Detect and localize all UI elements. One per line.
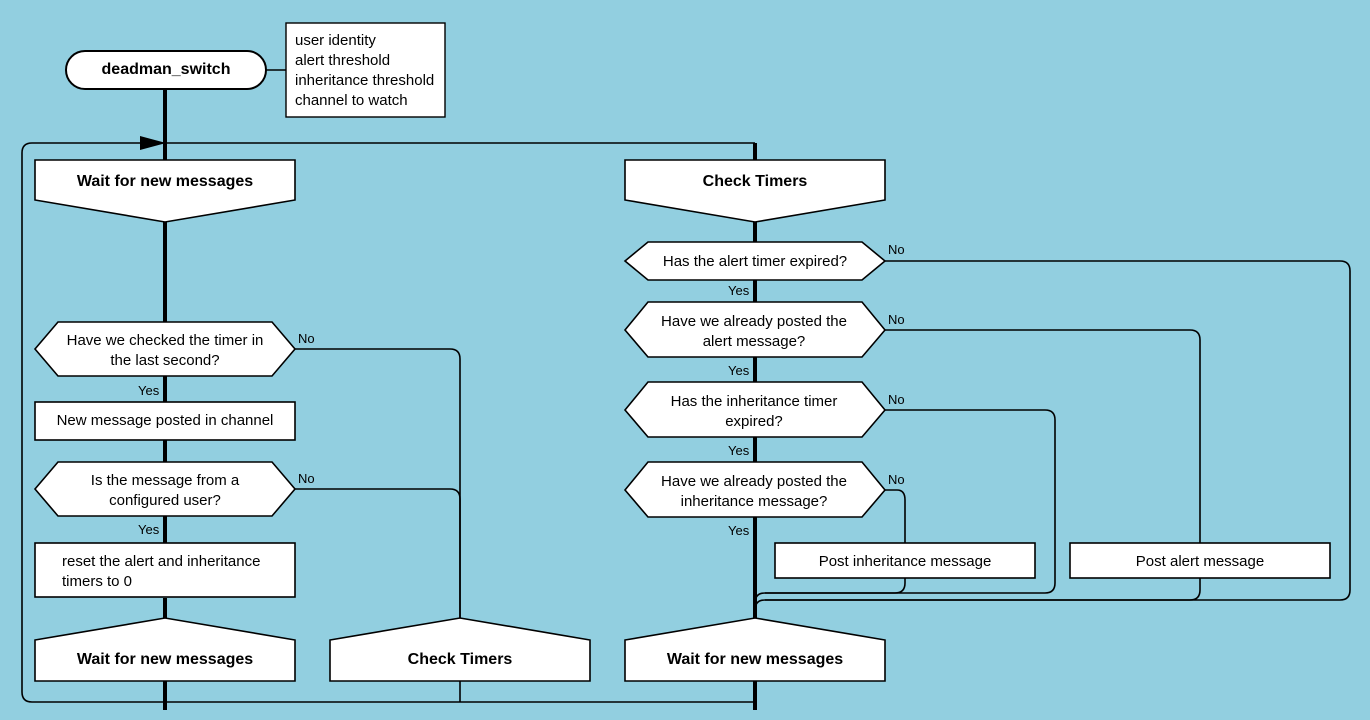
right-d2-yes-label: Yes xyxy=(728,363,750,378)
left-end-yes-shape[interactable] xyxy=(34,617,296,682)
right-header-shape[interactable] xyxy=(624,159,886,223)
post-alert-out-path xyxy=(765,578,1201,601)
start-node-shape[interactable] xyxy=(65,50,267,90)
left-d1-no-label: No xyxy=(298,331,315,346)
right-merge-600 xyxy=(754,599,766,611)
right-decision-1-shape[interactable] xyxy=(623,241,887,281)
left-d2-no-label: No xyxy=(298,471,315,486)
post-inheritance-shape[interactable] xyxy=(774,542,1036,579)
right-end-shape[interactable] xyxy=(624,617,886,682)
left-d1-no-path xyxy=(285,348,461,630)
right-d4-no-path xyxy=(885,489,906,543)
right-d2-no-path xyxy=(885,329,1201,543)
right-decision-2-shape[interactable] xyxy=(623,301,887,358)
left-action-2-shape[interactable] xyxy=(34,542,296,598)
left-d2-no-path xyxy=(285,488,461,630)
right-d3-no-label: No xyxy=(888,392,905,407)
left-decision-2-shape[interactable] xyxy=(33,461,297,517)
right-d2-no-label: No xyxy=(888,312,905,327)
right-d4-yes-label: Yes xyxy=(728,523,750,538)
right-d1-no-path xyxy=(765,260,1351,601)
right-merge-593 xyxy=(754,592,766,604)
right-d1-yes-label: Yes xyxy=(728,283,750,298)
right-d4-no-label: No xyxy=(888,472,905,487)
post-inheritance-out-path xyxy=(765,578,906,594)
left-header-shape[interactable] xyxy=(34,159,296,223)
right-decision-3-shape[interactable] xyxy=(623,381,887,438)
outer-loop-container xyxy=(21,142,755,703)
left-decision-1-shape[interactable] xyxy=(33,321,297,377)
right-d1-no-label: No xyxy=(888,242,905,257)
right-d3-no-path xyxy=(765,409,1056,594)
post-alert-shape[interactable] xyxy=(1069,542,1331,579)
note-box xyxy=(285,22,446,118)
right-d3-yes-label: Yes xyxy=(728,443,750,458)
left-end-no-shape[interactable] xyxy=(329,617,591,682)
entry-arrowhead-icon xyxy=(140,136,166,150)
left-d1-yes-label: Yes xyxy=(138,383,160,398)
left-action-1-shape[interactable] xyxy=(34,401,296,441)
right-decision-4-shape[interactable] xyxy=(623,461,887,518)
left-d2-yes-label: Yes xyxy=(138,522,160,537)
